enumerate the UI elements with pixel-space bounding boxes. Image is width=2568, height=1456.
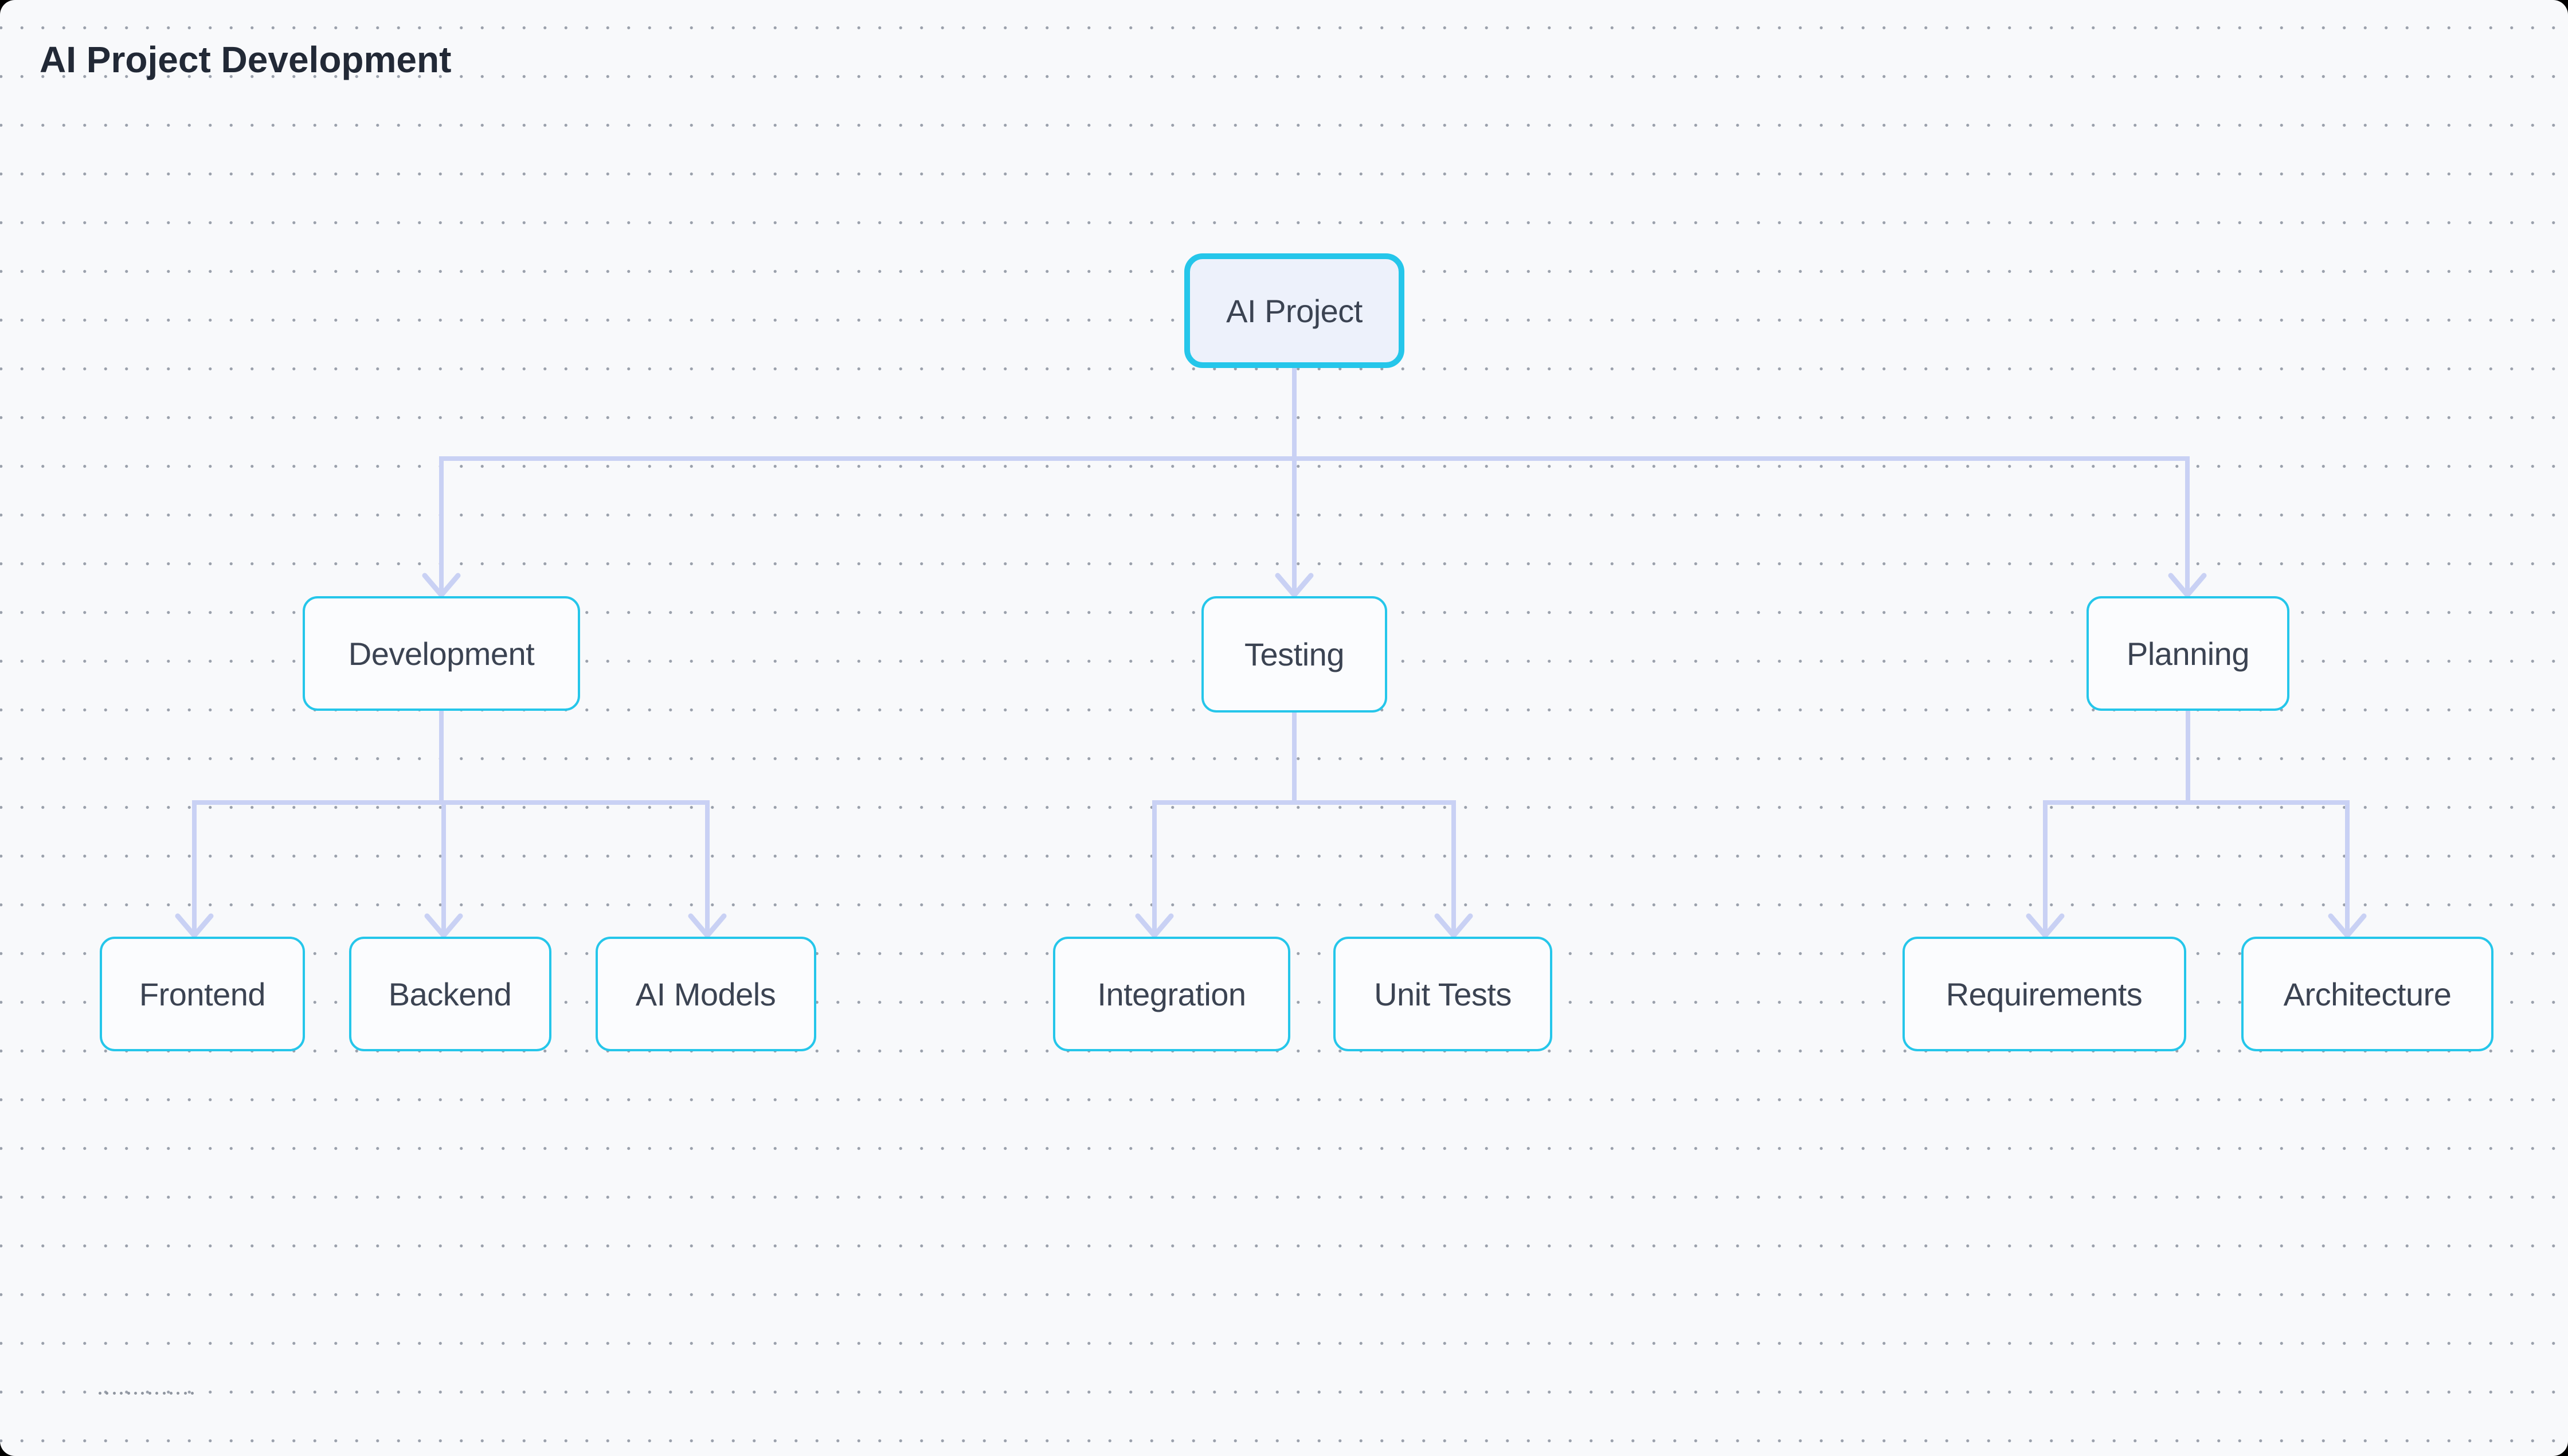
node-label: AI Project [1226,292,1363,329]
arrowhead-icon [2168,573,2207,598]
node-label: Architecture [2283,976,2452,1012]
node-label: AI Models [635,976,776,1012]
node-backend[interactable]: Backend [349,937,551,1051]
arrowhead-icon [2026,913,2065,938]
node-ai-models[interactable]: AI Models [595,937,816,1051]
dot [155,1392,159,1395]
arrowhead-icon [175,913,214,938]
dot [162,1392,166,1395]
node-label: Unit Tests [1374,976,1512,1012]
dot [141,1392,144,1395]
dot [112,1392,116,1395]
dot [120,1392,123,1395]
node-development[interactable]: Development [303,596,580,711]
node-unit-tests[interactable]: Unit Tests [1333,937,1552,1051]
edge-ai-project-to-development [439,366,1297,594]
dotted-indicator [99,1392,194,1395]
node-label: Backend [388,976,512,1012]
node-requirements[interactable]: Requirements [1902,937,2186,1051]
edge-development-to-frontend [192,709,444,935]
dot [191,1392,194,1395]
node-architecture[interactable]: Architecture [2241,937,2493,1051]
node-label: Testing [1244,636,1344,672]
dot [183,1392,187,1395]
arrowhead-icon [422,573,461,598]
node-label: Integration [1097,976,1246,1012]
node-label: Requirements [1945,976,2143,1012]
edge-planning-to-requirements [2043,709,2190,935]
arrowhead-icon [688,913,727,938]
edge-development-to-ai-models [439,709,710,935]
dot [127,1392,130,1395]
arrowhead-icon [1135,913,1174,938]
edge-testing-to-unit-tests [1292,711,1456,935]
node-label: Development [348,635,535,672]
arrowhead-icon [1275,573,1314,598]
dot [99,1392,101,1395]
node-integration[interactable]: Integration [1053,937,1290,1051]
page-title: AI Project Development [40,39,452,80]
dot [134,1392,137,1395]
node-testing[interactable]: Testing [1201,596,1387,713]
arrowhead-icon [1434,913,1473,938]
node-frontend[interactable]: Frontend [100,937,305,1051]
dot [177,1392,180,1395]
node-label: Planning [2127,635,2249,672]
dot [169,1392,173,1395]
edge-planning-to-architecture [2186,709,2350,935]
arrowhead-icon [2328,913,2367,938]
node-planning[interactable]: Planning [2086,596,2289,711]
node-ai-project[interactable]: AI Project [1184,253,1404,368]
edge-development-to-backend [439,709,446,935]
dot [105,1392,109,1395]
edge-ai-project-to-planning [1292,366,2190,594]
dot [148,1392,151,1395]
node-label: Frontend [139,976,266,1012]
edge-testing-to-integration [1152,711,1297,935]
arrowhead-icon [424,913,463,938]
